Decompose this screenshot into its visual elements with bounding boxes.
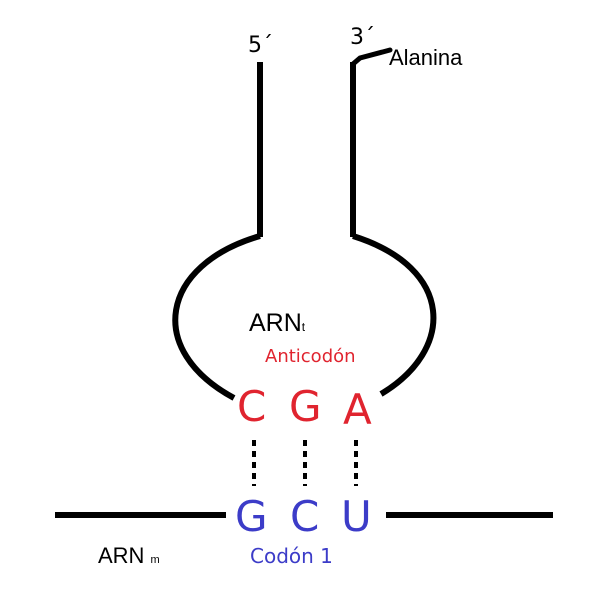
anticodon-bases: C G A bbox=[237, 382, 372, 434]
amino-acid-attachment-line bbox=[350, 47, 393, 67]
codon-title: Codón 1 bbox=[250, 544, 333, 568]
anticodon-base-1: C bbox=[237, 382, 266, 431]
mrna-label: ARN m bbox=[98, 543, 160, 568]
trna-loop-right bbox=[352, 233, 437, 397]
mrna-label-subscript: m bbox=[150, 554, 159, 566]
trna-loop-left bbox=[172, 233, 261, 401]
anticodon-base-3: A bbox=[343, 385, 372, 434]
trna-molecule bbox=[172, 47, 437, 401]
amino-acid-label: Alanina bbox=[389, 45, 463, 70]
three-prime-label: 3´ bbox=[350, 25, 375, 50]
codon-base-3: U bbox=[341, 492, 372, 541]
codon-base-2: C bbox=[290, 492, 319, 541]
anticodon-title: Anticodón bbox=[265, 346, 356, 367]
trna-label: ARNt bbox=[249, 309, 306, 337]
mrna-label-main: ARN bbox=[98, 543, 144, 568]
base-pair-bonds bbox=[252, 440, 358, 486]
trna-label-main: ARN bbox=[249, 309, 302, 337]
codon-bases: G C U bbox=[235, 492, 372, 541]
five-prime-label: 5´ bbox=[248, 33, 273, 58]
codon-base-1: G bbox=[235, 492, 268, 541]
anticodon-base-2: G bbox=[289, 382, 322, 431]
trna-label-subscript: t bbox=[302, 320, 306, 334]
